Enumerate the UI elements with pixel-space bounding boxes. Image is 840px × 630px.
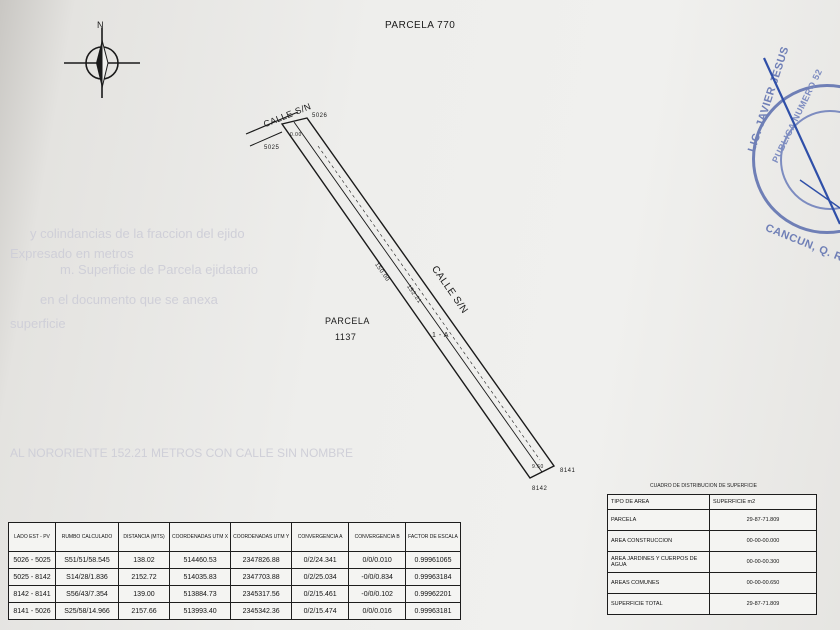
corner-label: 8142 <box>532 486 548 492</box>
table-cell: 0/2/25.034 <box>291 568 350 586</box>
area-value: 29-87-71.809 <box>709 593 817 615</box>
area-type: AREA CONSTRUCCION <box>607 530 710 552</box>
ghost-text-line: en el documento que se anexa <box>40 292 218 307</box>
table-row: PARCELA 29-87-71.809 <box>607 509 817 531</box>
north-label: N <box>97 20 104 30</box>
top-parcel-label: PARCELA 770 <box>385 20 456 31</box>
table-cell: S51/51/58.545 <box>55 551 119 569</box>
table-cell: 513884.73 <box>168 585 232 603</box>
table-cell: -0/0/0.834 <box>348 568 407 586</box>
corner-label: 5025 <box>264 145 280 151</box>
area-value: 29-87-71.809 <box>709 509 817 531</box>
north-arrow-icon <box>64 28 140 98</box>
table-row: AREAS COMUNES 00-00-00.650 <box>607 572 817 594</box>
column-header: SUPERFICIE m2 <box>709 494 817 510</box>
table-cell: 0/2/15.474 <box>291 602 350 620</box>
table-cell: 0/0/0.010 <box>348 551 407 569</box>
column-header: LADO EST - PV <box>8 522 56 552</box>
table-cell: 513993.40 <box>168 602 232 620</box>
table-cell: 5025 - 8142 <box>8 568 56 586</box>
column-header: COORDENADAS UTM Y <box>230 522 293 552</box>
table-cell: 2347826.88 <box>230 551 293 569</box>
table-row: SUPERFICIE TOTAL 29-87-71.809 <box>607 593 817 615</box>
table-cell: 138.02 <box>118 551 170 569</box>
table-cell: 5026 - 5025 <box>8 551 56 569</box>
ghost-text-line: y colindancias de la fraccion del ejido <box>30 226 245 241</box>
column-header: FACTOR DE ESCALA <box>405 522 461 552</box>
corner-label: 8141 <box>560 468 576 474</box>
table-row: AREA JARDINES Y CUERPOS DE AGUA 00-00-00… <box>607 551 817 573</box>
pen-stroke <box>799 179 840 209</box>
table-row: 8141 - 5026 S25/58/14.966 2157.66 513993… <box>8 602 461 620</box>
column-header: CONVERGENCIA A <box>291 522 350 552</box>
table-cell: -0/0/0.102 <box>348 585 407 603</box>
table-header-row: TIPO DE AREA SUPERFICIE m2 <box>607 494 817 510</box>
table-cell: 0/0/0.016 <box>348 602 407 620</box>
table-cell: 139.00 <box>118 585 170 603</box>
parcel-number: 1137 <box>335 332 357 342</box>
ghost-text-line: AL NORORIENTE 152.21 METROS CON CALLE SI… <box>10 446 353 460</box>
corner-label: 5026 <box>312 113 328 119</box>
pen-stroke <box>762 57 840 225</box>
table-cell: 514035.83 <box>168 568 232 586</box>
table-row: AREA CONSTRUCCION 00-00-00.000 <box>607 530 817 552</box>
table-cell: 514460.53 <box>168 551 232 569</box>
ghost-text-line: superficie <box>10 316 66 331</box>
column-header: TIPO DE AREA <box>607 494 710 510</box>
area-value: 00-00-00.300 <box>709 551 817 573</box>
table-cell: 0.99962201 <box>405 585 461 603</box>
parcel-outline <box>245 111 556 479</box>
area-type: SUPERFICIE TOTAL <box>607 593 710 615</box>
coordinates-table: LADO EST - PV RUMBO CALCULADO DISTANCIA … <box>8 522 461 620</box>
bottom-width-label: 9.60 <box>532 464 544 470</box>
table-cell: 0/2/24.341 <box>291 551 350 569</box>
table-cell: 0.99963181 <box>405 602 461 620</box>
area-type: PARCELA <box>607 509 710 531</box>
ghost-text-line: Expresado en metros <box>10 246 134 261</box>
table-header-row: LADO EST - PV RUMBO CALCULADO DISTANCIA … <box>8 522 461 552</box>
table-cell: 0/2/15.461 <box>291 585 350 603</box>
column-header: COORDENADAS UTM X <box>168 522 232 552</box>
areas-table-caption: CUADRO DE DISTRIBUCION DE SUPERFICIE <box>650 483 757 489</box>
table-row: 8142 - 8141 S56/43/7.354 139.00 513884.7… <box>8 585 461 603</box>
table-row: 5026 - 5025 S51/51/58.545 138.02 514460.… <box>8 551 461 569</box>
area-type: AREAS COMUNES <box>607 572 710 594</box>
table-cell: S56/43/7.354 <box>55 585 119 603</box>
areas-table: TIPO DE AREA SUPERFICIE m2 PARCELA 29-87… <box>607 494 817 615</box>
table-cell: 0.99963184 <box>405 568 461 586</box>
column-header: CONVERGENCIA B <box>348 522 407 552</box>
table-row: 5025 - 8142 S14/28/1.836 2152.72 514035.… <box>8 568 461 586</box>
table-cell: 0.99961065 <box>405 551 461 569</box>
table-cell: 2345342.36 <box>230 602 293 620</box>
table-cell: 2152.72 <box>118 568 170 586</box>
lot-label: 1 - A <box>432 332 449 339</box>
column-header: RUMBO CALCULADO <box>55 522 119 552</box>
table-cell: 2347703.88 <box>230 568 293 586</box>
table-cell: 8142 - 8141 <box>8 585 56 603</box>
column-header: DISTANCIA (MTS) <box>118 522 170 552</box>
parcel-label: PARCELA <box>325 316 370 326</box>
table-cell: 2157.66 <box>118 602 170 620</box>
area-value: 00-00-00.650 <box>709 572 817 594</box>
table-cell: 8141 - 5026 <box>8 602 56 620</box>
table-cell: 2345317.56 <box>230 585 293 603</box>
table-cell: S14/28/1.836 <box>55 568 119 586</box>
top-width-label: 0.00 <box>290 132 302 138</box>
area-type: AREA JARDINES Y CUERPOS DE AGUA <box>607 551 710 573</box>
area-value: 00-00-00.000 <box>709 530 817 552</box>
ghost-text-line: m. Superficie de Parcela ejidatario <box>60 262 258 277</box>
table-cell: S25/58/14.966 <box>55 602 119 620</box>
